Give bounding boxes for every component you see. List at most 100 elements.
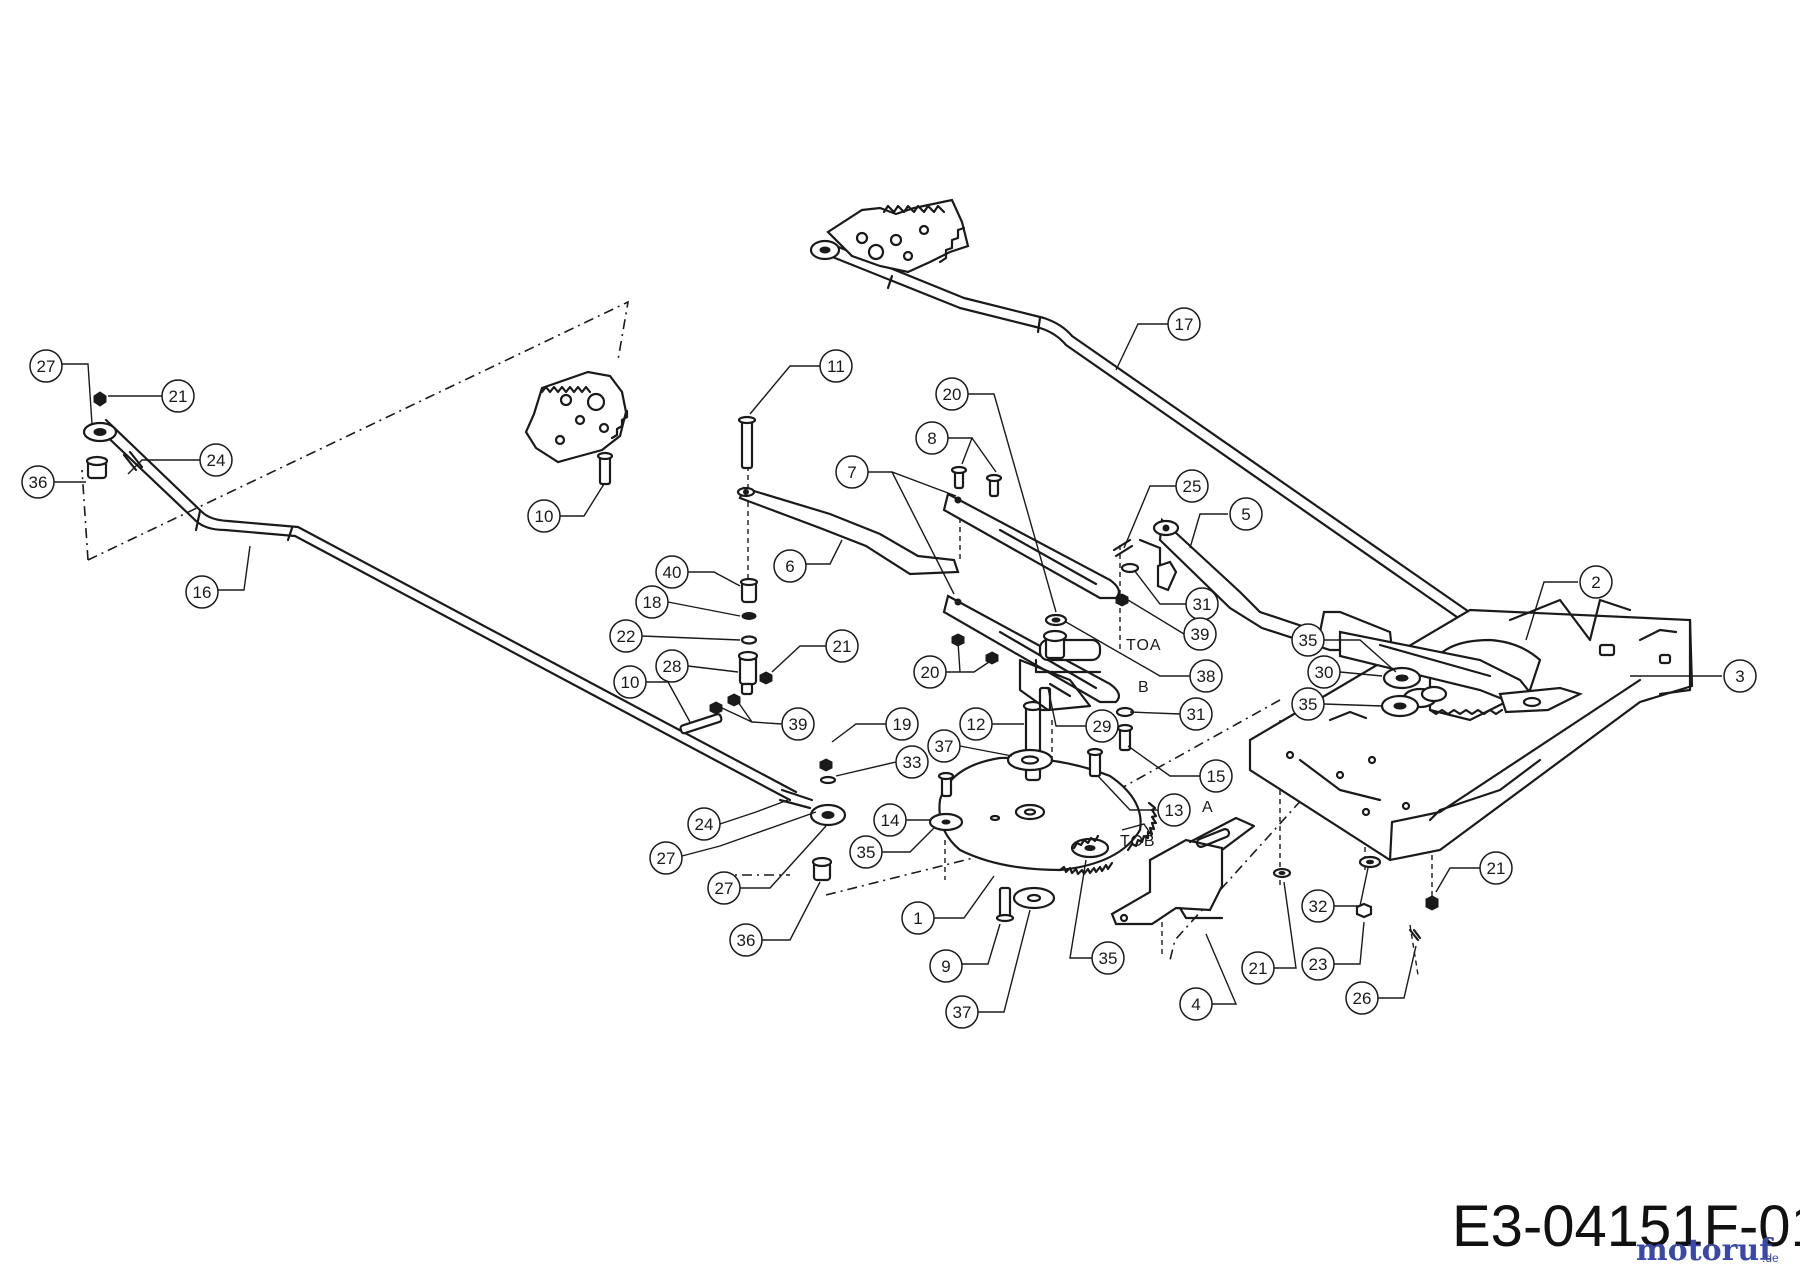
svg-text:21: 21 [833,637,852,656]
standoff-38 [1018,613,1092,712]
slotted-links-7 [942,465,1120,704]
callout-35-upper: 35 [1291,623,1397,673]
svg-text:16: 16 [193,583,212,602]
svg-text:31: 31 [1187,705,1206,724]
callout-38: 38 [1065,621,1223,693]
callout-3: 3 [1630,659,1757,693]
spindle-12 [1006,686,1054,782]
callout-18: 18 [635,585,741,619]
bolt-9-washer-37 [995,886,1056,923]
steering-arm-6 [736,415,960,576]
callouts: 1 2 3 4 5 6 7 [21,307,1757,1029]
svg-text:28: 28 [663,657,682,676]
svg-text:6: 6 [785,557,794,576]
tie-rod-16 [96,418,798,802]
callout-39-right: 39 [1127,599,1217,651]
svg-text:15: 15 [1207,767,1226,786]
callout-10-top: 10 [527,483,605,533]
callout-4: 4 [1179,933,1238,1021]
callout-33: 33 [835,745,929,779]
screw-stack-left [679,577,773,735]
hardware-right [1272,855,1439,942]
watermark-name: motoruf [1636,1233,1774,1268]
callout-27-bottom: 27 [707,825,827,905]
callout-13: 13 [1097,775,1191,827]
callout-14: 14 [873,803,930,837]
svg-text:1: 1 [913,909,922,928]
callout-40: 40 [655,555,741,589]
callout-21-right: 21 [1435,851,1513,893]
svg-text:20: 20 [943,385,962,404]
svg-text:5: 5 [1241,505,1250,524]
svg-text:39: 39 [789,715,808,734]
callout-20-top: 20 [935,377,1057,613]
callout-20-bottom: 20 [913,641,993,689]
svg-text:19: 19 [893,715,912,734]
callout-23: 23 [1301,921,1365,981]
svg-text:33: 33 [903,753,922,772]
sector-gear-upper [809,198,970,274]
svg-text:7: 7 [847,463,856,482]
svg-text:14: 14 [881,811,900,830]
svg-text:35: 35 [1299,631,1318,650]
bracket-4 [1110,816,1256,926]
svg-text:24: 24 [695,815,714,834]
callout-26: 26 [1345,945,1417,1015]
svg-text:12: 12 [967,715,986,734]
pins-upper-right [1112,538,1178,607]
bolt-15 [1115,706,1135,752]
svg-text:37: 37 [935,737,954,756]
callout-31-top: 31 [1133,569,1219,621]
callout-17: 17 [1115,307,1201,371]
watermark-logo: motoruf .de [1636,1233,1779,1268]
callout-5: 5 [1189,497,1263,549]
rod-end-center [778,758,847,882]
svg-text:17: 17 [1175,315,1194,334]
svg-text:21: 21 [1249,959,1268,978]
callout-7: 7 [835,455,957,595]
callout-16: 16 [185,545,251,609]
svg-text:21: 21 [1487,859,1506,878]
callout-35-lower: 35 [1291,687,1383,721]
callout-6: 6 [773,539,843,583]
svg-text:23: 23 [1309,955,1328,974]
slotted-links-right [1338,630,1583,714]
bolt-13 [1086,747,1104,778]
ref-mark-tob: TOB [1120,833,1156,850]
callout-9: 9 [929,923,1001,983]
svg-text:10: 10 [621,673,640,692]
callout-31-bottom: 31 [1129,697,1213,731]
rod-end-left [82,391,144,480]
gear-disc-1 [938,756,1158,876]
svg-text:27: 27 [657,849,676,868]
callout-36-bottom: 36 [729,881,821,957]
callout-37-bottom: 37 [945,909,1031,1029]
svg-text:35: 35 [1099,949,1118,968]
callout-35-bottom: 35 [1069,859,1125,975]
steering-arm-5 [1138,517,1394,652]
callout-37-top: 37 [927,729,1013,763]
svg-text:11: 11 [827,357,845,376]
svg-text:29: 29 [1093,717,1112,736]
callout-35-left: 35 [849,827,935,869]
svg-text:36: 36 [737,931,756,950]
washer-14 [928,771,964,832]
frame-nut-21 [1425,895,1439,909]
svg-text:22: 22 [617,627,636,646]
callout-27-mid: 27 [649,811,817,875]
callout-24-bottom: 24 [687,799,789,841]
callout-11: 11 [749,349,853,415]
svg-text:27: 27 [715,879,734,898]
svg-text:36: 36 [29,473,48,492]
svg-text:8: 8 [927,429,936,448]
svg-text:21: 21 [169,387,188,406]
callout-32: 32 [1301,867,1369,923]
svg-text:32: 32 [1309,897,1328,916]
callout-19: 19 [831,707,919,743]
svg-text:10: 10 [535,507,554,526]
callout-15: 15 [1127,745,1233,793]
callout-2: 2 [1525,565,1613,641]
callout-39-left: 39 [721,701,815,741]
svg-text:37: 37 [953,1003,972,1022]
